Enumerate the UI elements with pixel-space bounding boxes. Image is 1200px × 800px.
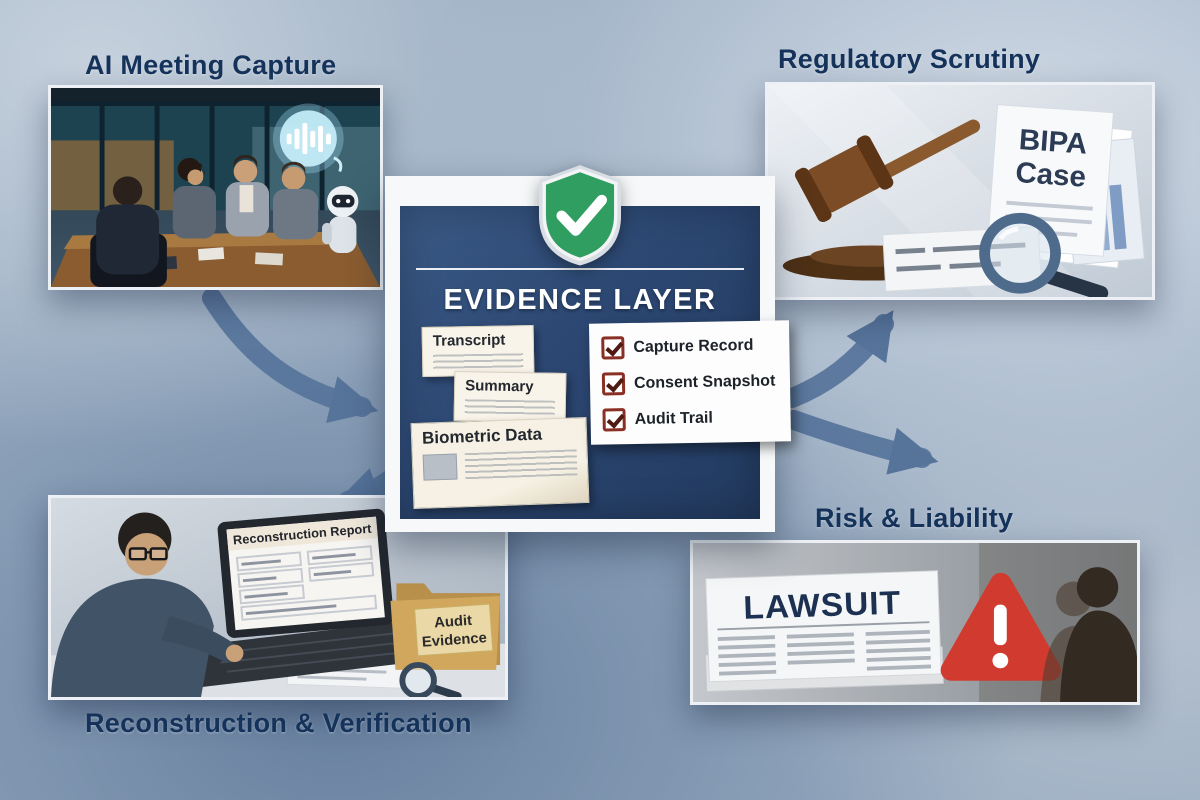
risk-scene-illustration: LAWSUIT [693,543,1137,702]
person-man-right [272,161,319,240]
person-analyst [51,512,244,697]
person-left-back [90,176,167,287]
evidence-layer-panel: EVIDENCE LAYER Transcript Summary Biomet… [385,165,792,532]
magnifier-icon-small [399,662,462,697]
document-card-summary: Summary [453,371,567,423]
person-silhouette [1040,567,1137,702]
folder-label-line1: Audit [434,613,473,631]
title-reconstruction-verification: Reconstruction & Verification [85,708,472,738]
document-text-lines [433,353,524,369]
audit-evidence-folder: Audit Evidence [390,583,501,670]
title-risk-liability: Risk & Liability [815,503,1014,533]
title-regulatory-scrutiny: Regulatory Scrutiny [778,44,1041,74]
checklist-label: Audit Trail [634,409,713,428]
panel-regulatory-scene: BIPA Case [765,82,1155,300]
document-text-lines [464,399,555,415]
checklist-item-consent-snapshot: Consent Snapshot [601,369,778,396]
document-content [422,449,578,481]
evidence-layer-title: EVIDENCE LAYER [443,284,717,316]
paper-on-table [197,247,225,261]
warning-icon [940,572,1062,681]
reconstruction-scene-illustration: Reconstruction Report [51,498,505,697]
shield-check-icon [538,165,622,266]
window-amber-glow [51,140,174,211]
checklist-label: Consent Snapshot [633,372,776,392]
arrow-meeting-to-center [202,288,379,423]
newspaper-headline: LAWSUIT [743,585,902,627]
laptop: Reconstruction Report [185,508,435,689]
meeting-scene-illustration [51,88,380,287]
regulatory-scene-illustration: BIPA Case [768,85,1152,297]
evidence-checklist: Capture Record Consent Snapshot Audit Tr… [588,320,792,445]
checked-box-icon [602,408,626,432]
checklist-label: Capture Record [633,336,754,356]
document-label: Biometric Data [421,424,543,448]
document-card-transcript: Transcript [421,325,535,377]
person-woman [172,157,216,239]
checked-box-icon [601,336,625,360]
newspaper: LAWSUIT [704,570,944,692]
checklist-item-audit-trail: Audit Trail [602,405,778,432]
robot-icon [322,186,359,254]
panel-reconstruction-scene: Reconstruction Report [48,495,508,700]
bipa-title-line2: Case [1014,156,1087,194]
document-text-lines [464,449,578,480]
arrow-center-to-regulatory [782,310,894,408]
folder-label-line2: Evidence [421,630,487,650]
title-ai-meeting-capture: AI Meeting Capture [85,50,337,80]
document-label: Summary [465,377,534,396]
panel-risk-scene: LAWSUIT [690,540,1140,705]
checklist-item-capture-record: Capture Record [601,333,777,360]
newspaper-columns [717,629,932,676]
document-card-biometric-data: Biometric Data [410,416,590,510]
report-form-grid [235,545,378,621]
magnifier-icon [979,212,1109,297]
photo-thumbnail [422,453,458,481]
report-form-text [241,553,356,616]
waveform-icon [272,103,344,174]
ceiling [51,88,380,102]
document-label: Transcript [432,331,506,350]
panel-meeting-scene [48,85,383,290]
notepad-on-table [254,252,284,266]
arrow-center-to-risk [784,410,939,475]
checked-box-icon [601,372,626,396]
divider-line [416,268,744,270]
bipa-title-line1: BIPA [1018,123,1089,160]
person-man-center [225,154,270,237]
glasses-icon [128,547,168,561]
